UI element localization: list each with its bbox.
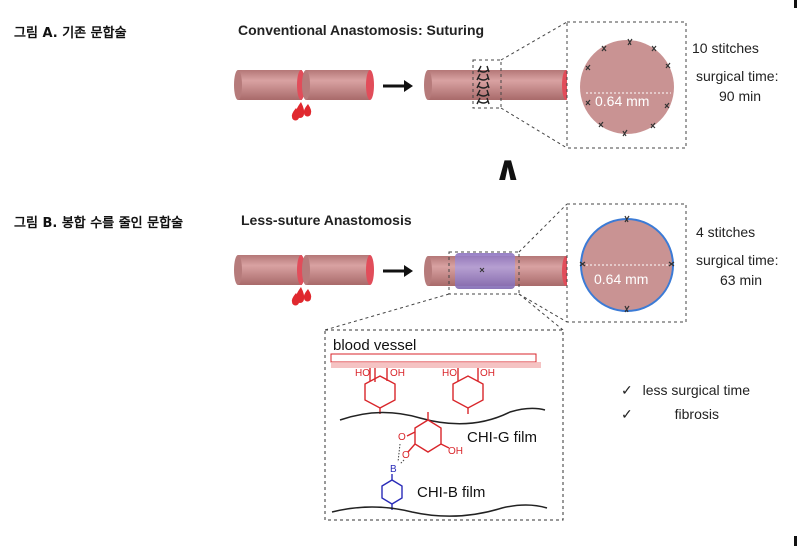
comparison-symbol: ∧ <box>494 149 522 189</box>
stitch-knots-icon <box>579 215 675 313</box>
blood-vessel-label: blood vessel <box>333 337 416 354</box>
figure-a-title: Conventional Anastomosis: Suturing <box>238 22 485 38</box>
figure-b-surgical-time-value: 63 min <box>720 272 763 288</box>
chi-b-backbone <box>331 504 548 517</box>
figure-a-korean-label: 그림 A. 기존 문합술 <box>14 26 127 41</box>
hydroxyl-label: OH <box>448 446 463 457</box>
catechol-boronate-ester <box>406 412 450 453</box>
chi-g-backbone <box>339 407 546 425</box>
hydroxyl-labels: HO OH HO OH <box>355 368 495 379</box>
figure-a-cut-vessel <box>234 70 374 100</box>
figure-b-diameter-text: 0.64 mm <box>594 271 648 287</box>
figure-b-stitches: 4 stitches <box>696 224 756 240</box>
figure-b-title: Less-suture Anastomosis <box>241 212 412 228</box>
benefit-2: ✓ fibrosis <box>621 406 719 423</box>
blood-drops-icon <box>291 102 312 121</box>
corner-mark <box>794 0 797 8</box>
boronate-bonds <box>397 443 405 465</box>
zoom-line <box>500 107 568 149</box>
arrow-right-icon <box>383 80 413 92</box>
corner-mark <box>794 536 797 546</box>
figure-b-surgical-time-label: surgical time: <box>696 252 779 268</box>
stitch-knots-icon <box>585 38 671 137</box>
zoom-line <box>518 293 568 323</box>
blood-vessel-bar <box>330 353 537 363</box>
figure-b-korean-label: 그림 B. 봉합 수를 줄인 문합술 <box>14 216 184 231</box>
chi-g-label: CHI-G film <box>467 429 537 446</box>
zoom-line <box>500 21 568 61</box>
zoom-line <box>518 293 564 331</box>
zoom-line <box>324 293 450 331</box>
figure-a-surgical-time-value: 90 min <box>719 88 762 104</box>
arrow-right-icon <box>383 265 413 277</box>
ester-labels: O O OH <box>398 432 463 461</box>
figure-a-diameter-text: 0.64 mm <box>595 93 649 109</box>
benefit-text: fibrosis <box>674 406 719 422</box>
figure-b-zoom-box <box>448 251 520 295</box>
figure-a-surgical-time-label: surgical time: <box>696 68 779 84</box>
check-icon: ✓ <box>621 406 633 422</box>
adhesive-film <box>455 253 515 289</box>
benefit-1: ✓ less surgical time <box>621 382 750 399</box>
blood-drops-icon <box>291 287 312 306</box>
figure-a-zoom-box <box>472 59 502 109</box>
chi-b-label: CHI-B film <box>417 484 485 501</box>
check-icon: ✓ <box>621 382 633 398</box>
hydroxyl-label: OH <box>390 368 405 379</box>
vessel-surface <box>331 362 541 368</box>
figure-a-sutured-vessel <box>424 70 570 100</box>
oxygen-label: O <box>402 450 410 461</box>
hydroxyl-label: OH <box>480 368 495 379</box>
figure-a-stitches: 10 stitches <box>692 40 759 56</box>
suture-stitches-icon <box>476 65 490 105</box>
figure-b-wrapped-vessel <box>424 253 570 289</box>
zoom-line <box>518 203 568 253</box>
hydroxyl-label: HO <box>355 368 370 379</box>
figure-a-cross-section <box>580 40 674 134</box>
benefit-text: less surgical time <box>642 382 750 398</box>
boron-label: B <box>390 464 397 475</box>
figure-b-cut-vessel <box>234 255 374 285</box>
oxygen-label: O <box>398 432 406 443</box>
hydroxyl-label: HO <box>442 368 457 379</box>
